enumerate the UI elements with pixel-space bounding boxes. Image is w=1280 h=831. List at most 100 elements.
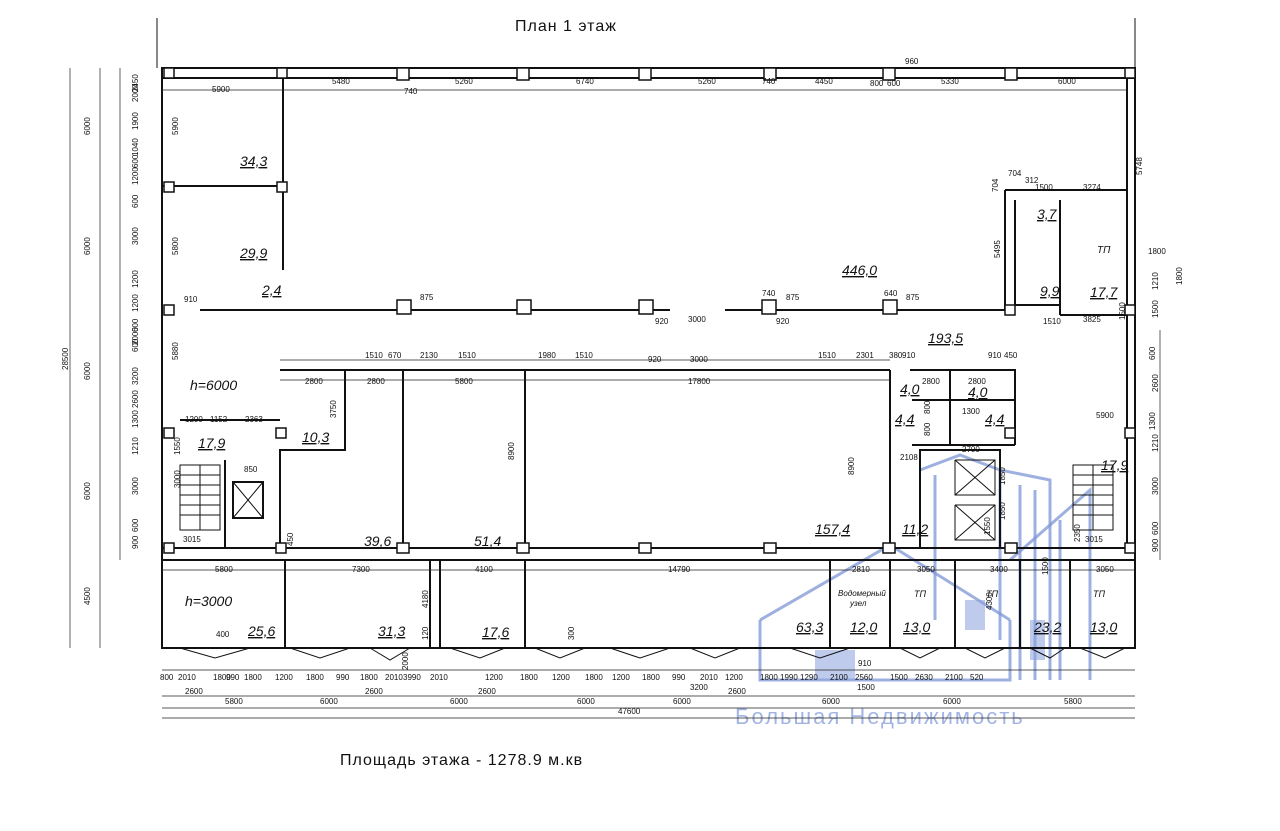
dim-text: 3000 bbox=[690, 355, 708, 364]
dim-text: 450 bbox=[286, 532, 295, 546]
dim-text: 5880 bbox=[171, 342, 180, 360]
dim-text: 990 bbox=[336, 673, 350, 682]
dim-text: 3000 bbox=[131, 227, 140, 245]
dim-text: 920 bbox=[648, 355, 662, 364]
dim-text: 4500 bbox=[83, 587, 92, 605]
dim-text: 1550 bbox=[173, 437, 182, 455]
dim-text: 1500 bbox=[1035, 183, 1053, 192]
dim-text: 1800 bbox=[642, 673, 660, 682]
dim-text: 1510 bbox=[365, 351, 383, 360]
dim-text: 1800 bbox=[585, 673, 603, 682]
plan-title: План 1 этаж bbox=[515, 18, 617, 35]
room-label: 17,9 bbox=[198, 435, 225, 451]
dim-text: 120 bbox=[421, 626, 430, 640]
dim-text: 1510 bbox=[458, 351, 476, 360]
dim-text: 920 bbox=[776, 317, 790, 326]
dim-text: 2560 bbox=[855, 673, 873, 682]
dim-text: 600 bbox=[887, 79, 901, 88]
dim-text: 2100 bbox=[830, 673, 848, 682]
dim-text: 3200 bbox=[131, 367, 140, 385]
dim-text: 450 bbox=[1004, 351, 1018, 360]
dim-text: 5260 bbox=[455, 77, 473, 86]
dim-text: 1200 bbox=[612, 673, 630, 682]
dim-text: 875 bbox=[786, 293, 800, 302]
room-label: 17,6 bbox=[482, 624, 509, 640]
dim-text: 1800 bbox=[760, 673, 778, 682]
dim-text: 1800 bbox=[1175, 267, 1184, 285]
dim-text: 6000 bbox=[673, 697, 691, 706]
dim-text: 1850 bbox=[998, 467, 1007, 485]
dim-text: 1800 bbox=[360, 673, 378, 682]
water-meter-label: Водомерный bbox=[838, 589, 886, 598]
watermark-logo bbox=[758, 453, 1092, 682]
dim-text: 5800 bbox=[215, 565, 233, 574]
stairs-left bbox=[179, 464, 221, 531]
dim-text: 5748 bbox=[1135, 157, 1144, 175]
room-label: 4,0 bbox=[968, 384, 988, 400]
dim-text: 1550 bbox=[983, 517, 992, 535]
room-label: 31,3 bbox=[378, 623, 405, 639]
dim-text: 5900 bbox=[1096, 411, 1114, 420]
dim-text: 800 bbox=[160, 673, 174, 682]
dims-top: 5900 5480 740 5260 6740 5260 740 4450 80… bbox=[212, 57, 1076, 96]
dim-text: 2810 bbox=[852, 565, 870, 574]
tp-label-small: ТП bbox=[914, 589, 926, 599]
dim-text: 875 bbox=[906, 293, 920, 302]
room-label: 34,3 bbox=[240, 153, 267, 169]
dim-text: 5800 bbox=[171, 237, 180, 255]
dim-text: 1500 bbox=[1151, 300, 1160, 318]
dim-text: 910 bbox=[858, 659, 872, 668]
dim-text: 6000 bbox=[943, 697, 961, 706]
dim-text: 14790 bbox=[668, 565, 691, 574]
dim-text: 920 bbox=[655, 317, 669, 326]
dim-text: 4450 bbox=[815, 77, 833, 86]
dim-text: 1990 bbox=[780, 673, 798, 682]
dim-text: 6000 bbox=[450, 697, 468, 706]
dim-text: 4300 bbox=[985, 592, 994, 610]
dim-text: 2800 bbox=[305, 377, 323, 386]
room-label: 193,5 bbox=[928, 330, 963, 346]
dim-text: 1200 bbox=[131, 294, 140, 312]
dim-text: 2363 bbox=[245, 415, 263, 424]
dim-text: 1800 bbox=[244, 673, 262, 682]
dim-text: 990 bbox=[672, 673, 686, 682]
dim-text: 17800 bbox=[688, 377, 711, 386]
dim-text: 3274 bbox=[1083, 183, 1101, 192]
dim-text: 2600 bbox=[1151, 374, 1160, 392]
dim-text: 1200 bbox=[131, 270, 140, 288]
dim-text: 800 bbox=[923, 422, 932, 436]
room-label: 9,9 bbox=[1040, 283, 1060, 299]
dim-text: 2600 bbox=[131, 390, 140, 408]
plan-notes: h=6000 h=3000 ТП ТП ТП ТП Водомерный узе… bbox=[185, 245, 1111, 609]
dim-text: 600 bbox=[131, 154, 140, 168]
dim-text: 2800 bbox=[922, 377, 940, 386]
dim-text: 6740 bbox=[576, 77, 594, 86]
dims-mid: 910 740 640 3000 875 875 875 920 920 151… bbox=[184, 289, 1018, 386]
dim-text: 1040 bbox=[131, 138, 140, 156]
room-label: 17,9 bbox=[1101, 457, 1128, 473]
dim-text: 3015 bbox=[1085, 535, 1103, 544]
dim-text: 1200 bbox=[552, 673, 570, 682]
dim-text: 2010 bbox=[700, 673, 718, 682]
dim-text: 900 bbox=[1151, 538, 1160, 552]
room-label: 39,6 bbox=[364, 533, 391, 549]
dim-text: 740 bbox=[762, 77, 776, 86]
dim-text: 2630 bbox=[915, 673, 933, 682]
dim-text: 3000 bbox=[1151, 477, 1160, 495]
dim-text: 990 bbox=[226, 673, 240, 682]
room-label: 17,7 bbox=[1090, 284, 1118, 300]
dim-text: 1500 bbox=[1041, 557, 1050, 575]
dim-text: 6000 bbox=[1058, 77, 1076, 86]
dim-text: 5800 bbox=[225, 697, 243, 706]
dim-text: 1500 bbox=[857, 683, 875, 692]
dim-text: 2600 bbox=[365, 687, 383, 696]
dim-text: 1800 bbox=[213, 673, 231, 682]
dim-text: 5800 bbox=[1064, 697, 1082, 706]
dim-text: 6000 bbox=[822, 697, 840, 706]
room-label: 25,6 bbox=[247, 623, 275, 639]
dim-text: 740 bbox=[404, 87, 418, 96]
dim-text: 910 bbox=[902, 351, 916, 360]
dim-text: 520 bbox=[970, 673, 984, 682]
